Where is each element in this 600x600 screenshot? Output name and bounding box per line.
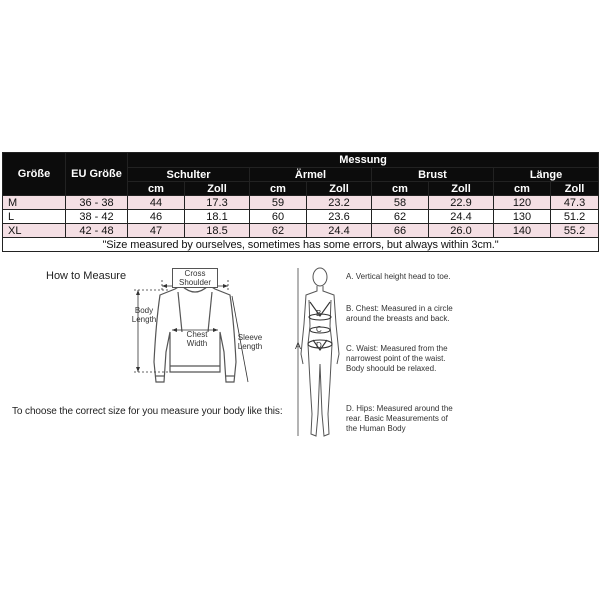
label-line: Chest <box>186 330 208 339</box>
size-cell: L <box>2 209 66 224</box>
table-note-row: "Size measured by ourselves, sometimes h… <box>1 237 600 252</box>
value-cell: 120 <box>493 195 551 210</box>
value-cell: 60 <box>249 209 307 224</box>
size-cell: M <box>2 195 66 210</box>
header-unit: Zoll <box>549 181 600 196</box>
value-cell: 58 <box>371 195 429 210</box>
header-unit: Zoll <box>184 181 250 196</box>
legend-waist: C. Waist: Measured from the narrowest po… <box>346 344 448 373</box>
label-line: Sleeve <box>237 333 263 342</box>
header-unit: Zoll <box>428 181 494 196</box>
header-unit: cm <box>371 181 429 196</box>
value-cell: 66 <box>371 223 429 238</box>
header-unit: cm <box>249 181 307 196</box>
value-cell: 62 <box>249 223 307 238</box>
sleeve-length-label: Sleeve Length <box>232 333 268 351</box>
header-unit: cm <box>127 181 185 196</box>
figure-letter-c: C <box>316 325 322 334</box>
header-row-measurement: Größe EU Größe Messung <box>2 152 600 196</box>
header-group-sleeve: Ärmel <box>249 167 372 182</box>
body-length-label: Body Length <box>128 306 160 324</box>
label-line: Body <box>134 306 154 315</box>
value-cell: 24.4 <box>306 223 372 238</box>
how-to-measure-title: How to Measure <box>46 270 127 282</box>
value-cell: 47 <box>127 223 185 238</box>
value-cell: 44 <box>127 195 185 210</box>
value-cell: 22.9 <box>428 195 494 210</box>
value-cell: 18.1 <box>184 209 250 224</box>
legend-hips: D. Hips: Measured around the rear. Basic… <box>346 404 453 433</box>
instruction-text: To choose the correct size for you measu… <box>12 406 283 417</box>
measurement-note: "Size measured by ourselves, sometimes h… <box>1 237 600 252</box>
size-chart-table: Größe EU Größe Messung Schulter Ärmel Br… <box>1 152 600 252</box>
label-line: Cross <box>184 269 206 278</box>
value-cell: 23.2 <box>306 195 372 210</box>
legend-height: A. Vertical height head to toe. <box>346 272 451 281</box>
value-cell: 18.5 <box>184 223 250 238</box>
table-row-l: L 38 - 42 46 18.1 60 23.6 62 24.4 130 51… <box>2 209 600 224</box>
value-cell: 46 <box>127 209 185 224</box>
table-row-m: M 36 - 38 44 17.3 59 23.2 58 22.9 120 47… <box>2 195 600 210</box>
eu-size-cell: 36 - 38 <box>65 195 128 210</box>
chest-width-label: Chest Width <box>180 330 214 348</box>
legend-chest: B. Chest: Measured in a circle around th… <box>346 304 453 323</box>
label-line: Shoulder <box>178 278 212 287</box>
header-unit: Zoll <box>306 181 372 196</box>
value-cell: 62 <box>371 209 429 224</box>
size-cell: XL <box>2 223 66 238</box>
header-eu-size: EU Größe <box>65 152 128 196</box>
figure-letter-a: A <box>294 341 301 351</box>
table-row-xl: XL 42 - 48 47 18.5 62 24.4 66 26.0 140 5… <box>2 223 600 238</box>
value-cell: 47.3 <box>549 195 600 210</box>
value-cell: 55.2 <box>549 223 600 238</box>
value-cell: 140 <box>493 223 551 238</box>
label-line: Length <box>131 315 157 324</box>
header-group-shoulder: Schulter <box>127 167 250 182</box>
header-group-length: Länge <box>492 167 600 182</box>
label-line: Length <box>237 342 263 351</box>
header-row-groups: Schulter Ärmel Brust Länge <box>3 167 600 182</box>
cross-shoulder-label: Cross Shoulder <box>172 268 218 288</box>
value-cell: 24.4 <box>428 209 494 224</box>
value-cell: 51.2 <box>549 209 600 224</box>
header-measurement: Messung <box>126 152 600 168</box>
label-line: Width <box>186 339 208 348</box>
header-group-chest: Brust <box>371 167 494 182</box>
value-cell: 26.0 <box>428 223 494 238</box>
human-body-diagram: B C D <box>297 267 340 437</box>
eu-size-cell: 38 - 42 <box>65 209 128 224</box>
value-cell: 23.6 <box>306 209 372 224</box>
header-size: Größe <box>2 152 66 196</box>
value-cell: 130 <box>493 209 551 224</box>
eu-size-cell: 42 - 48 <box>65 223 128 238</box>
figure-letter-d: D <box>316 341 322 350</box>
value-cell: 59 <box>249 195 307 210</box>
value-cell: 17.3 <box>184 195 250 210</box>
figure-letter-b: B <box>316 309 321 318</box>
header-unit: cm <box>493 181 551 196</box>
